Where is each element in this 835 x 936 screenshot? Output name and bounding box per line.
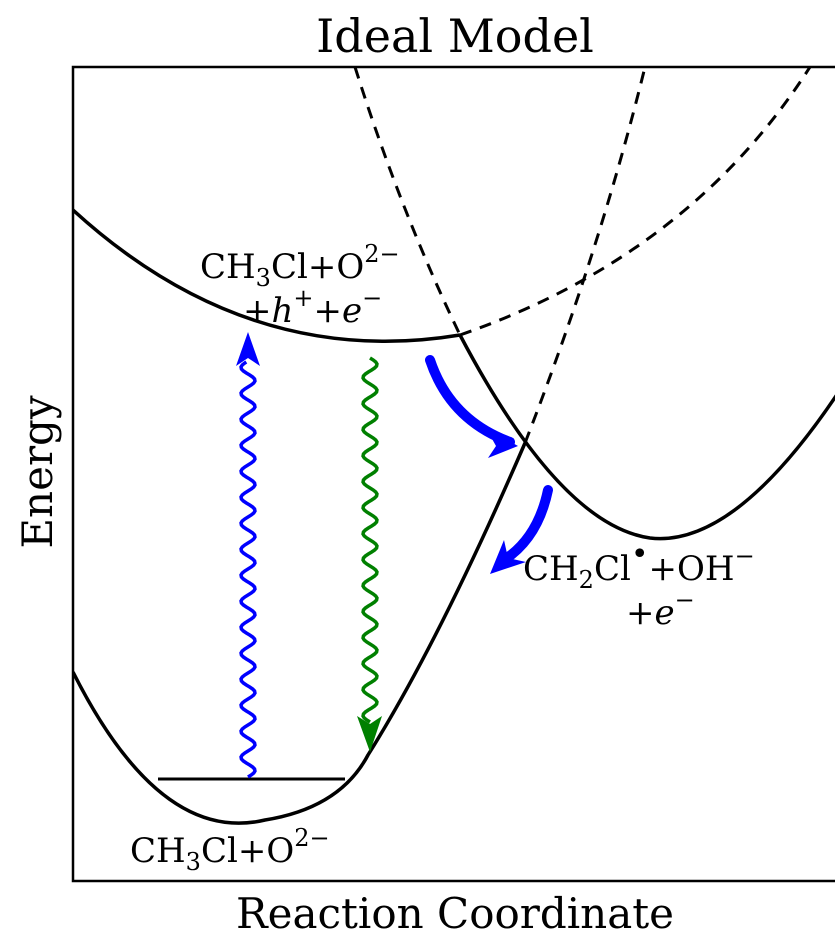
product-state-curve: [458, 334, 835, 541]
excited-state-label-line2: +h++e−: [243, 284, 382, 331]
x-axis-label: Reaction Coordinate: [236, 889, 674, 936]
emission-arrowhead: [357, 716, 382, 752]
excited-state-curve-dashed: [459, 67, 812, 337]
ground-state-curve-dashed: [523, 67, 647, 444]
plot-frame: [71, 65, 835, 883]
excited-state-label-line1: CH3Cl+O2−: [200, 240, 400, 292]
absorption-wave: [239, 360, 257, 779]
transfer-arrow-2-head: [490, 540, 526, 574]
emission-wave: [361, 356, 379, 724]
product-state-curve-dashed: [353, 67, 462, 336]
ground-state-curve: [73, 442, 527, 825]
diagram-title: Ideal Model: [316, 9, 594, 63]
product-state-label-line2: +e−: [626, 586, 695, 633]
transfer-arrow-2: [499, 485, 553, 565]
excited-state-curve: [73, 208, 461, 344]
product-state-label-line1: CH2Cl•+OH−: [523, 537, 755, 594]
ground-state-label: CH3Cl+O2−: [130, 824, 330, 876]
y-axis-label: Energy: [13, 395, 62, 549]
absorption-arrowhead: [236, 332, 260, 366]
transfer-arrow-1-head: [486, 428, 518, 458]
